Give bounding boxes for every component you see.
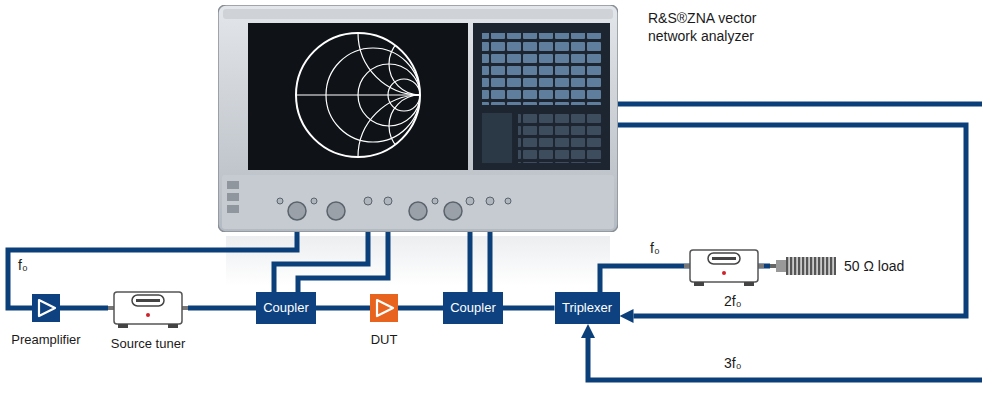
- tuner-instrument-picture: [108, 292, 188, 328]
- amplifier-symbol: Preamplifier: [32, 294, 60, 322]
- triplexer-box: Triplexer: [555, 292, 620, 324]
- coupler-box: Coupler: [443, 292, 503, 324]
- signal-line: [298, 232, 388, 292]
- signal-label: f₀: [16, 257, 30, 273]
- signal-line: [316, 306, 370, 311]
- signal-line: [274, 232, 368, 292]
- vna-instrument-outline: [218, 5, 618, 232]
- node-label: Preamplifier: [11, 332, 80, 348]
- signal-line: [60, 306, 108, 311]
- load-resistor-picture: [770, 257, 836, 275]
- coupler-box-fill: [443, 292, 503, 324]
- node-label: DUT: [371, 332, 398, 348]
- tuner-instrument-outline: [108, 286, 188, 330]
- load-resistor: 50 Ω load: [770, 257, 838, 275]
- dut-amplifier: DUT: [370, 294, 398, 322]
- signal-label: 2f₀: [722, 293, 744, 309]
- coupler-box: Coupler: [256, 292, 316, 324]
- signal-line: [588, 104, 982, 380]
- amplifier-body: [370, 294, 398, 322]
- vna-instrument-picture: [218, 0, 618, 232]
- load-resistor-outline: [770, 257, 838, 275]
- signal-line: [188, 306, 256, 311]
- amplifier-triangle: [39, 300, 55, 316]
- node-label: 50 Ω load: [844, 258, 904, 274]
- box-label: Triplexer: [555, 292, 620, 324]
- node-label: R&S®ZNA vector network analyzer: [648, 9, 760, 45]
- node-label: Source tuner: [111, 336, 185, 352]
- coupler-box-fill: [256, 292, 316, 324]
- signal-line: [398, 306, 443, 311]
- box-label: Coupler: [443, 292, 503, 324]
- signal-label: f₀: [648, 240, 662, 256]
- signal-line: [468, 232, 473, 292]
- signal-line: [503, 306, 555, 311]
- dut-amplifier-outline: [370, 294, 398, 322]
- amplifier-triangle: [377, 300, 393, 316]
- signal-line: [618, 125, 966, 316]
- amplifier-symbol-outline: [32, 294, 60, 322]
- signal-label: 3f₀: [722, 355, 744, 371]
- amplifier-body: [32, 294, 60, 322]
- signal-line: [488, 232, 493, 292]
- load-tuner-instrument: [684, 250, 764, 286]
- triplexer-box-fill: [555, 292, 620, 324]
- instrument-reflection: [226, 236, 610, 286]
- tuner-instrument: Source tuner: [108, 286, 188, 330]
- box-label: Coupler: [256, 292, 316, 324]
- vna-instrument: R&S®ZNA vector network analyzer: [218, 5, 618, 232]
